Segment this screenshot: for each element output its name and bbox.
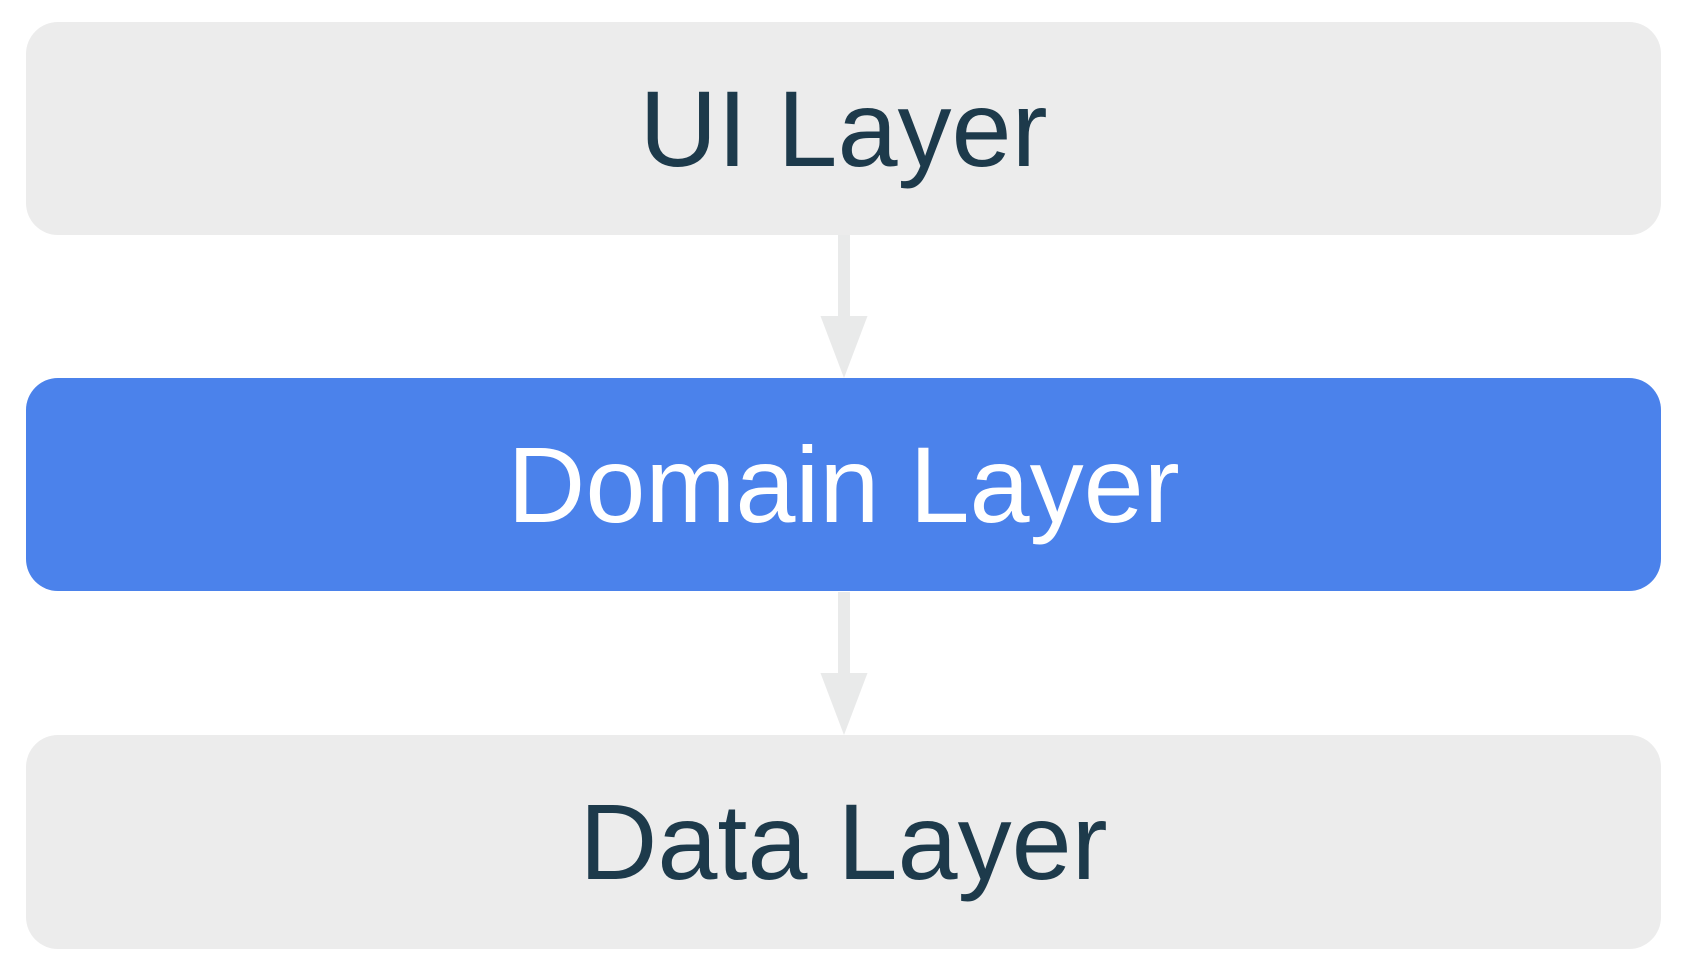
down-arrow-icon — [820, 592, 868, 735]
layer-label-ui: UI Layer — [639, 67, 1048, 189]
layer-box-data: Data Layer — [26, 735, 1661, 949]
layer-box-ui: UI Layer — [26, 22, 1661, 235]
layer-box-domain: Domain Layer — [26, 378, 1661, 591]
layer-label-domain: Domain Layer — [507, 423, 1180, 545]
layer-label-data: Data Layer — [579, 781, 1108, 902]
down-arrow-icon — [820, 235, 868, 378]
